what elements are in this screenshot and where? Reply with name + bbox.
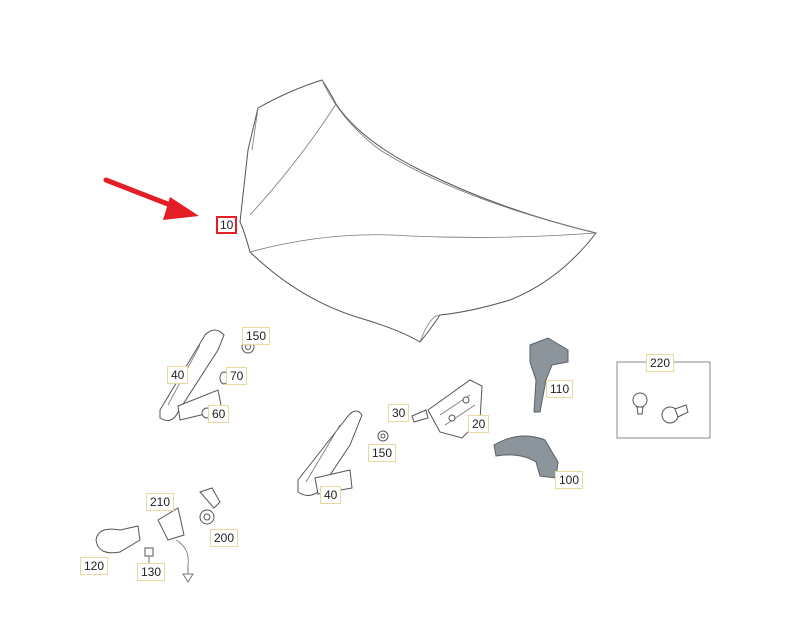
- bracket-part: [157, 507, 194, 583]
- hardware-center: [377, 409, 429, 442]
- cable-lower-part: [493, 435, 559, 479]
- clip-set-box: [616, 361, 711, 439]
- callout-bolt-center-low[interactable]: 150: [368, 444, 397, 462]
- callout-bolt-top-left[interactable]: 150: [242, 327, 271, 345]
- bushing-part: [199, 487, 221, 525]
- callout-clip-set[interactable]: 220: [646, 354, 675, 372]
- callout-hinge-left[interactable]: 40: [167, 366, 189, 384]
- callout-screw[interactable]: 130: [137, 563, 166, 581]
- callout-hinge-right[interactable]: 40: [320, 486, 342, 504]
- screw-part: [144, 547, 154, 563]
- cable-upper-part: [529, 337, 569, 413]
- callout-nut-left[interactable]: 60: [208, 405, 230, 423]
- callout-bolt-mid[interactable]: 70: [226, 367, 248, 385]
- bumper-part: [95, 525, 141, 554]
- callout-latch[interactable]: 20: [468, 415, 490, 433]
- callout-bolt-center[interactable]: 30: [388, 404, 410, 422]
- callout-cable-lower[interactable]: 100: [555, 471, 584, 489]
- hinge-right-part: [297, 410, 363, 496]
- callout-bumper[interactable]: 120: [80, 557, 109, 575]
- callout-bracket[interactable]: 210: [146, 493, 175, 511]
- callout-cable-upper[interactable]: 110: [546, 380, 574, 398]
- callout-bushing[interactable]: 200: [210, 529, 239, 547]
- hood-part: [239, 79, 597, 343]
- pointer-arrow-icon: [103, 177, 199, 220]
- callout-hood[interactable]: 10: [216, 216, 238, 234]
